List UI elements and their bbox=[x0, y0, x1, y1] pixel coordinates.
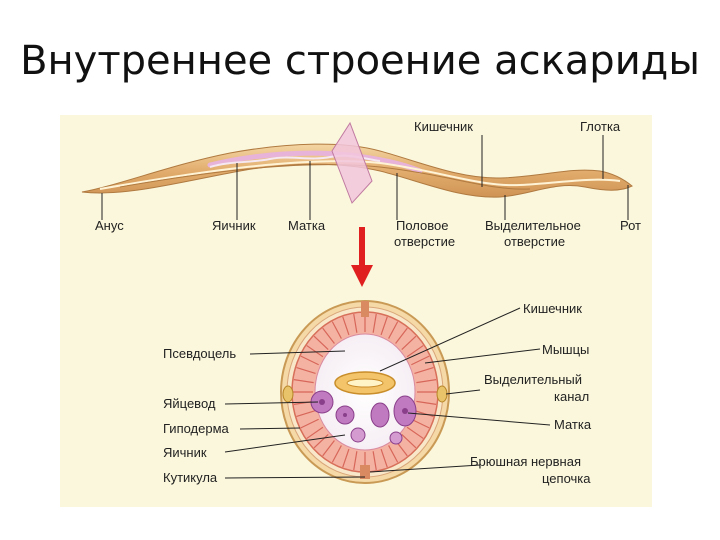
muscle-fiber bbox=[300, 355, 319, 366]
worm-side-view bbox=[81, 121, 633, 204]
slide-title: Внутреннее строение аскариды bbox=[20, 38, 700, 84]
cross-section bbox=[280, 300, 450, 484]
label-side-genital-1: Половое bbox=[396, 218, 448, 233]
label-side-anus: Анус bbox=[95, 218, 124, 233]
ovary-section-2 bbox=[350, 427, 366, 443]
excretory-canal-left bbox=[282, 385, 294, 403]
label-side-genital-2: отверстие bbox=[394, 234, 455, 249]
muscle-fiber bbox=[331, 321, 342, 339]
muscle-fiber bbox=[306, 426, 324, 439]
excretory-canal-right bbox=[436, 385, 448, 403]
muscle-fiber bbox=[388, 445, 399, 463]
muscle-fiber bbox=[313, 335, 329, 351]
muscle-fiber bbox=[395, 327, 408, 344]
section-leaders bbox=[224, 307, 551, 479]
intestine-lumen bbox=[346, 378, 384, 388]
ventral-nerve-cord bbox=[360, 465, 370, 479]
muscle-fiber bbox=[380, 316, 388, 336]
label-section-oviduct: Яйцевод bbox=[163, 396, 216, 411]
section-cut-plane bbox=[331, 121, 373, 204]
label-side-excretory-1: Выделительное bbox=[485, 218, 581, 233]
muscle-fiber bbox=[322, 440, 335, 457]
muscle-fiber bbox=[322, 327, 335, 344]
muscle-fiber bbox=[401, 433, 417, 449]
muscle-fiber bbox=[416, 400, 437, 405]
label-section-excretory-1: Выделительный bbox=[484, 372, 582, 387]
label-side-excretory-2: отверстие bbox=[504, 234, 565, 249]
muscle-fiber bbox=[414, 409, 434, 417]
dorsal-line bbox=[361, 301, 369, 317]
muscle-fiber bbox=[342, 316, 350, 336]
muscle-fiber bbox=[331, 445, 342, 463]
muscle-fiber bbox=[416, 379, 437, 384]
side-view-leaders bbox=[101, 135, 629, 220]
muscle-fiber bbox=[372, 313, 377, 333]
label-side-pharynx: Глотка bbox=[580, 119, 621, 134]
muscle-fiber bbox=[411, 418, 430, 429]
label-section-nerve-2: цепочка bbox=[542, 471, 591, 486]
egg-dot-1 bbox=[343, 413, 347, 417]
label-section-intestine: Кишечник bbox=[523, 301, 582, 316]
muscle-fiber bbox=[296, 367, 316, 375]
muscle-fiber bbox=[414, 367, 434, 375]
egg-dot-3 bbox=[319, 399, 325, 405]
muscle-fiber bbox=[306, 345, 324, 358]
muscle-fiber bbox=[380, 448, 388, 468]
ovary-section-3 bbox=[389, 431, 403, 445]
label-section-nerve-1: Брюшная нервная bbox=[470, 454, 581, 469]
label-section-excretory-2: канал bbox=[554, 389, 589, 404]
label-section-cuticle: Кутикула bbox=[163, 470, 218, 485]
label-side-uterus: Матка bbox=[288, 218, 326, 233]
label-side-mouth: Рот bbox=[620, 218, 641, 233]
muscle-fiber bbox=[372, 451, 377, 471]
label-side-intestine: Кишечник bbox=[414, 119, 473, 134]
muscle-fiber bbox=[401, 335, 417, 351]
label-side-ovary: Яичник bbox=[212, 218, 256, 233]
uterus-section-1 bbox=[370, 402, 390, 428]
label-section-uterus: Матка bbox=[554, 417, 592, 432]
down-arrow-icon bbox=[351, 227, 373, 287]
label-section-ovary: Яичник bbox=[163, 445, 207, 460]
ascaris-diagram: Кишечник Глотка Анус Яичник Матка Полово… bbox=[60, 115, 652, 507]
muscle-fiber bbox=[353, 313, 358, 333]
worm-intestine-line bbox=[99, 160, 621, 190]
muscle-fiber bbox=[406, 345, 424, 358]
muscle-fiber bbox=[300, 418, 319, 429]
muscle-fiber bbox=[293, 379, 314, 384]
muscle-fiber bbox=[388, 321, 399, 339]
muscle-fiber bbox=[313, 433, 329, 449]
muscle-fiber bbox=[411, 355, 430, 366]
label-section-muscles: Мышцы bbox=[542, 342, 589, 357]
label-section-hypodermis: Гиподерма bbox=[163, 421, 230, 436]
muscle-fiber bbox=[342, 448, 350, 468]
muscle-fiber bbox=[296, 409, 316, 417]
egg-dot-2 bbox=[402, 408, 408, 414]
muscle-fibers bbox=[293, 313, 437, 471]
label-section-pseudocoel: Псевдоцель bbox=[163, 346, 236, 361]
muscle-fiber bbox=[353, 451, 358, 471]
muscle-fiber bbox=[406, 426, 424, 439]
